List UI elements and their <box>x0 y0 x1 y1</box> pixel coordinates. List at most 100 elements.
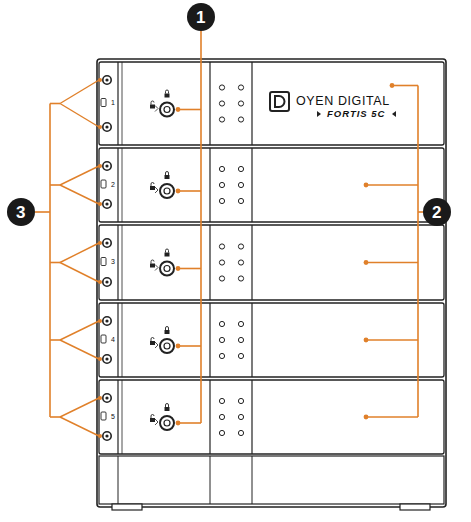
leader-line <box>366 184 418 186</box>
bay-number: 1 <box>111 99 115 106</box>
led <box>238 166 243 171</box>
led <box>238 117 243 122</box>
thumb-screw <box>105 125 108 128</box>
leader-dot <box>176 344 181 349</box>
leader-line <box>418 211 423 213</box>
lock-icon <box>166 249 169 253</box>
unlock-icon <box>151 338 154 342</box>
key-lock <box>164 343 170 349</box>
unlock-icon <box>151 260 154 264</box>
drive-icon <box>101 335 106 343</box>
bay-divider <box>209 380 210 454</box>
led <box>238 414 243 419</box>
led <box>219 85 224 90</box>
leader-line <box>60 104 99 128</box>
key-lock <box>164 266 170 272</box>
model-name: FORTIS 5C <box>327 109 385 119</box>
bay-divider <box>209 225 210 300</box>
leader-dot <box>98 241 102 245</box>
lock-icon <box>166 327 169 331</box>
bay-divider <box>251 303 252 377</box>
leader-dot <box>390 83 395 88</box>
leader-dot <box>98 202 102 206</box>
led <box>219 117 224 122</box>
drive-icon <box>101 258 106 266</box>
led <box>219 260 224 265</box>
bay-divider <box>122 303 123 377</box>
unlock-arrow <box>155 265 158 271</box>
led <box>219 337 224 342</box>
lock-icon <box>165 253 170 257</box>
unlock-arrow <box>155 419 158 425</box>
thumb-screw <box>103 394 111 402</box>
drive-icon <box>101 412 106 420</box>
callout-number: 3 <box>16 204 25 221</box>
led <box>219 276 224 281</box>
drive-bay <box>99 303 444 377</box>
leader-line <box>60 398 99 417</box>
led <box>238 430 243 435</box>
leader-line <box>60 185 99 204</box>
bay-divider <box>122 62 123 145</box>
led <box>219 321 224 326</box>
leader-dot <box>98 280 102 284</box>
key-lock <box>160 262 174 276</box>
unlock-icon <box>151 183 154 187</box>
leader-line <box>417 86 419 418</box>
thumb-screw <box>103 200 111 208</box>
bay-number: 2 <box>111 181 115 188</box>
bay-divider <box>251 148 252 222</box>
callout-disc <box>187 3 215 31</box>
unlock-arrow <box>155 342 158 348</box>
unlock-arrow <box>155 106 158 112</box>
drive-icon <box>101 99 106 107</box>
unlock-icon <box>150 186 155 190</box>
leader-dot <box>98 319 102 323</box>
unlock-icon <box>151 415 154 419</box>
bay-divider <box>117 303 118 377</box>
leader-dot <box>98 164 102 168</box>
thumb-screw <box>105 202 108 205</box>
led <box>238 337 243 342</box>
housing <box>97 59 446 507</box>
thumb-screw <box>105 164 108 167</box>
thumb-screw <box>103 432 111 440</box>
unlock-icon <box>150 418 155 422</box>
thumb-screw <box>105 319 108 322</box>
thumb-screw <box>103 317 111 325</box>
leader-line <box>60 340 99 359</box>
logo-arrow <box>317 111 321 117</box>
bay-divider <box>209 148 210 222</box>
leader-dot <box>98 434 102 438</box>
leader-line <box>60 321 99 340</box>
leader-dot <box>176 421 181 426</box>
thumb-screw <box>105 434 108 437</box>
thumb-screw <box>103 355 111 363</box>
thumb-screw <box>105 280 108 283</box>
leader-dot <box>176 189 181 194</box>
unlock-icon <box>150 264 155 268</box>
unlock-icon <box>150 341 155 345</box>
leader-line <box>50 184 60 186</box>
lock-icon <box>165 94 170 98</box>
leader-dot <box>98 357 102 361</box>
bay-divider <box>117 148 118 222</box>
led <box>219 198 224 203</box>
leader-dot <box>98 78 102 82</box>
leader-line <box>50 103 60 105</box>
bay-divider <box>209 62 210 145</box>
leader-line <box>60 417 99 436</box>
led <box>219 182 224 187</box>
bay-divider <box>122 148 123 222</box>
brand-name: OYEN DIGITAL <box>296 95 390 108</box>
callout-number: 1 <box>196 9 205 26</box>
leader-dot <box>176 266 181 271</box>
led <box>238 398 243 403</box>
led <box>238 198 243 203</box>
lock-icon <box>166 90 169 94</box>
drive-bay <box>99 225 444 300</box>
bay-divider <box>251 62 252 145</box>
thumb-screw <box>105 241 108 244</box>
lock-icon <box>166 172 169 176</box>
unlock-icon <box>151 101 154 105</box>
